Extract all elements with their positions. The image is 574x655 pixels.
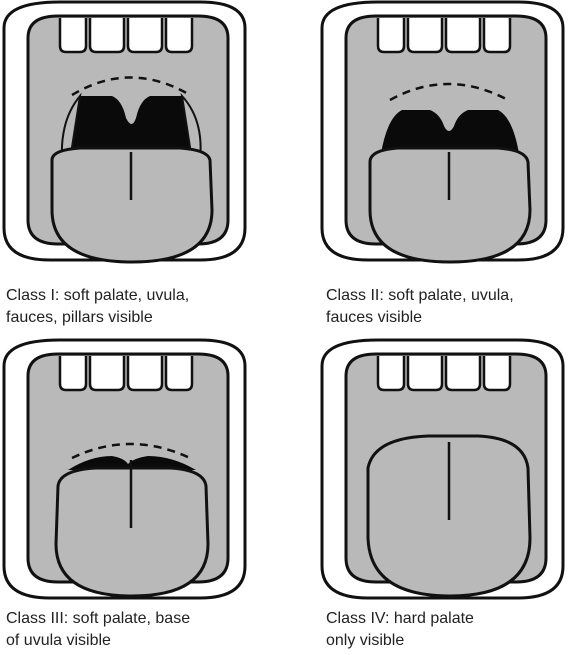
caption-class-4: Class IV: hard palate only visible — [326, 608, 474, 652]
mouth-illustration-class-3 — [0, 338, 250, 603]
caption-line: fauces visible — [326, 307, 514, 329]
mouth-illustration-class-4 — [318, 338, 568, 603]
tooth — [166, 356, 192, 390]
tooth — [128, 356, 162, 390]
tooth — [408, 18, 442, 52]
caption-line: fauces, pillars visible — [6, 307, 189, 329]
tooth — [446, 18, 480, 52]
caption-class-1: Class I: soft palate, uvula, fauces, pil… — [6, 285, 189, 329]
caption-line: of uvula visible — [6, 630, 190, 652]
tooth — [378, 356, 404, 390]
tooth — [166, 18, 192, 52]
mouth-illustration-class-1 — [0, 0, 250, 275]
caption-line: Class IV: hard palate — [326, 608, 474, 630]
tooth — [60, 18, 86, 52]
caption-class-2: Class II: soft palate, uvula, fauces vis… — [326, 285, 514, 329]
tooth — [484, 356, 510, 390]
caption-line: Class II: soft palate, uvula, — [326, 285, 514, 307]
caption-line: only visible — [326, 630, 474, 652]
tooth — [128, 18, 162, 52]
caption-line: Class I: soft palate, uvula, — [6, 285, 189, 307]
caption-class-3: Class III: soft palate, base of uvula vi… — [6, 608, 190, 652]
tooth — [378, 18, 404, 52]
mouth-illustration-class-2 — [318, 0, 568, 275]
tooth — [90, 18, 124, 52]
tooth — [408, 356, 442, 390]
tooth — [484, 18, 510, 52]
tooth — [90, 356, 124, 390]
tooth — [60, 356, 86, 390]
caption-line: Class III: soft palate, base — [6, 608, 190, 630]
tooth — [446, 356, 480, 390]
